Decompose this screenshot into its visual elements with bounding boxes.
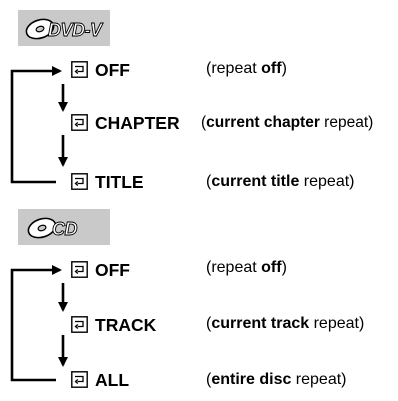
repeat-icon: [71, 173, 88, 190]
repeat-icon: [71, 261, 88, 278]
dvd-mode-chapter-description: (current chapter repeat): [201, 114, 374, 131]
dvd-mode-title-description: (current title repeat): [206, 173, 355, 190]
cd-badge: CD: [18, 209, 110, 245]
dvd-mode-off: OFF: [95, 60, 130, 80]
cd-mode-track-description: (current track repeat): [206, 315, 365, 332]
cd-mode-off-description: (repeat off): [206, 259, 287, 276]
cd-mode-track: TRACK: [95, 315, 157, 335]
repeat-icon: [71, 61, 88, 78]
dvd-cycle-arrows: [10, 66, 68, 184]
dvd-v-badge: DVD-V: [18, 10, 110, 46]
cd-badge-text: CD: [52, 219, 78, 240]
dvd-mode-chapter: CHAPTER: [95, 113, 180, 133]
repeat-icon: [71, 316, 88, 333]
dvd-disc-logo-icon: [25, 18, 55, 40]
cd-disc-logo-icon: [27, 217, 57, 239]
cd-mode-off: OFF: [95, 260, 130, 280]
dvd-mode-off-description: (repeat off): [206, 60, 287, 77]
cd-mode-all: ALL: [95, 370, 130, 390]
cd-cycle-arrows: [10, 265, 68, 382]
cd-mode-all-description: (entire disc repeat): [206, 371, 347, 388]
repeat-icon: [71, 114, 88, 131]
repeat-icon: [71, 371, 88, 388]
dvd-mode-title: TITLE: [95, 172, 144, 192]
dvd-v-badge-text: DVD-V: [48, 20, 103, 41]
